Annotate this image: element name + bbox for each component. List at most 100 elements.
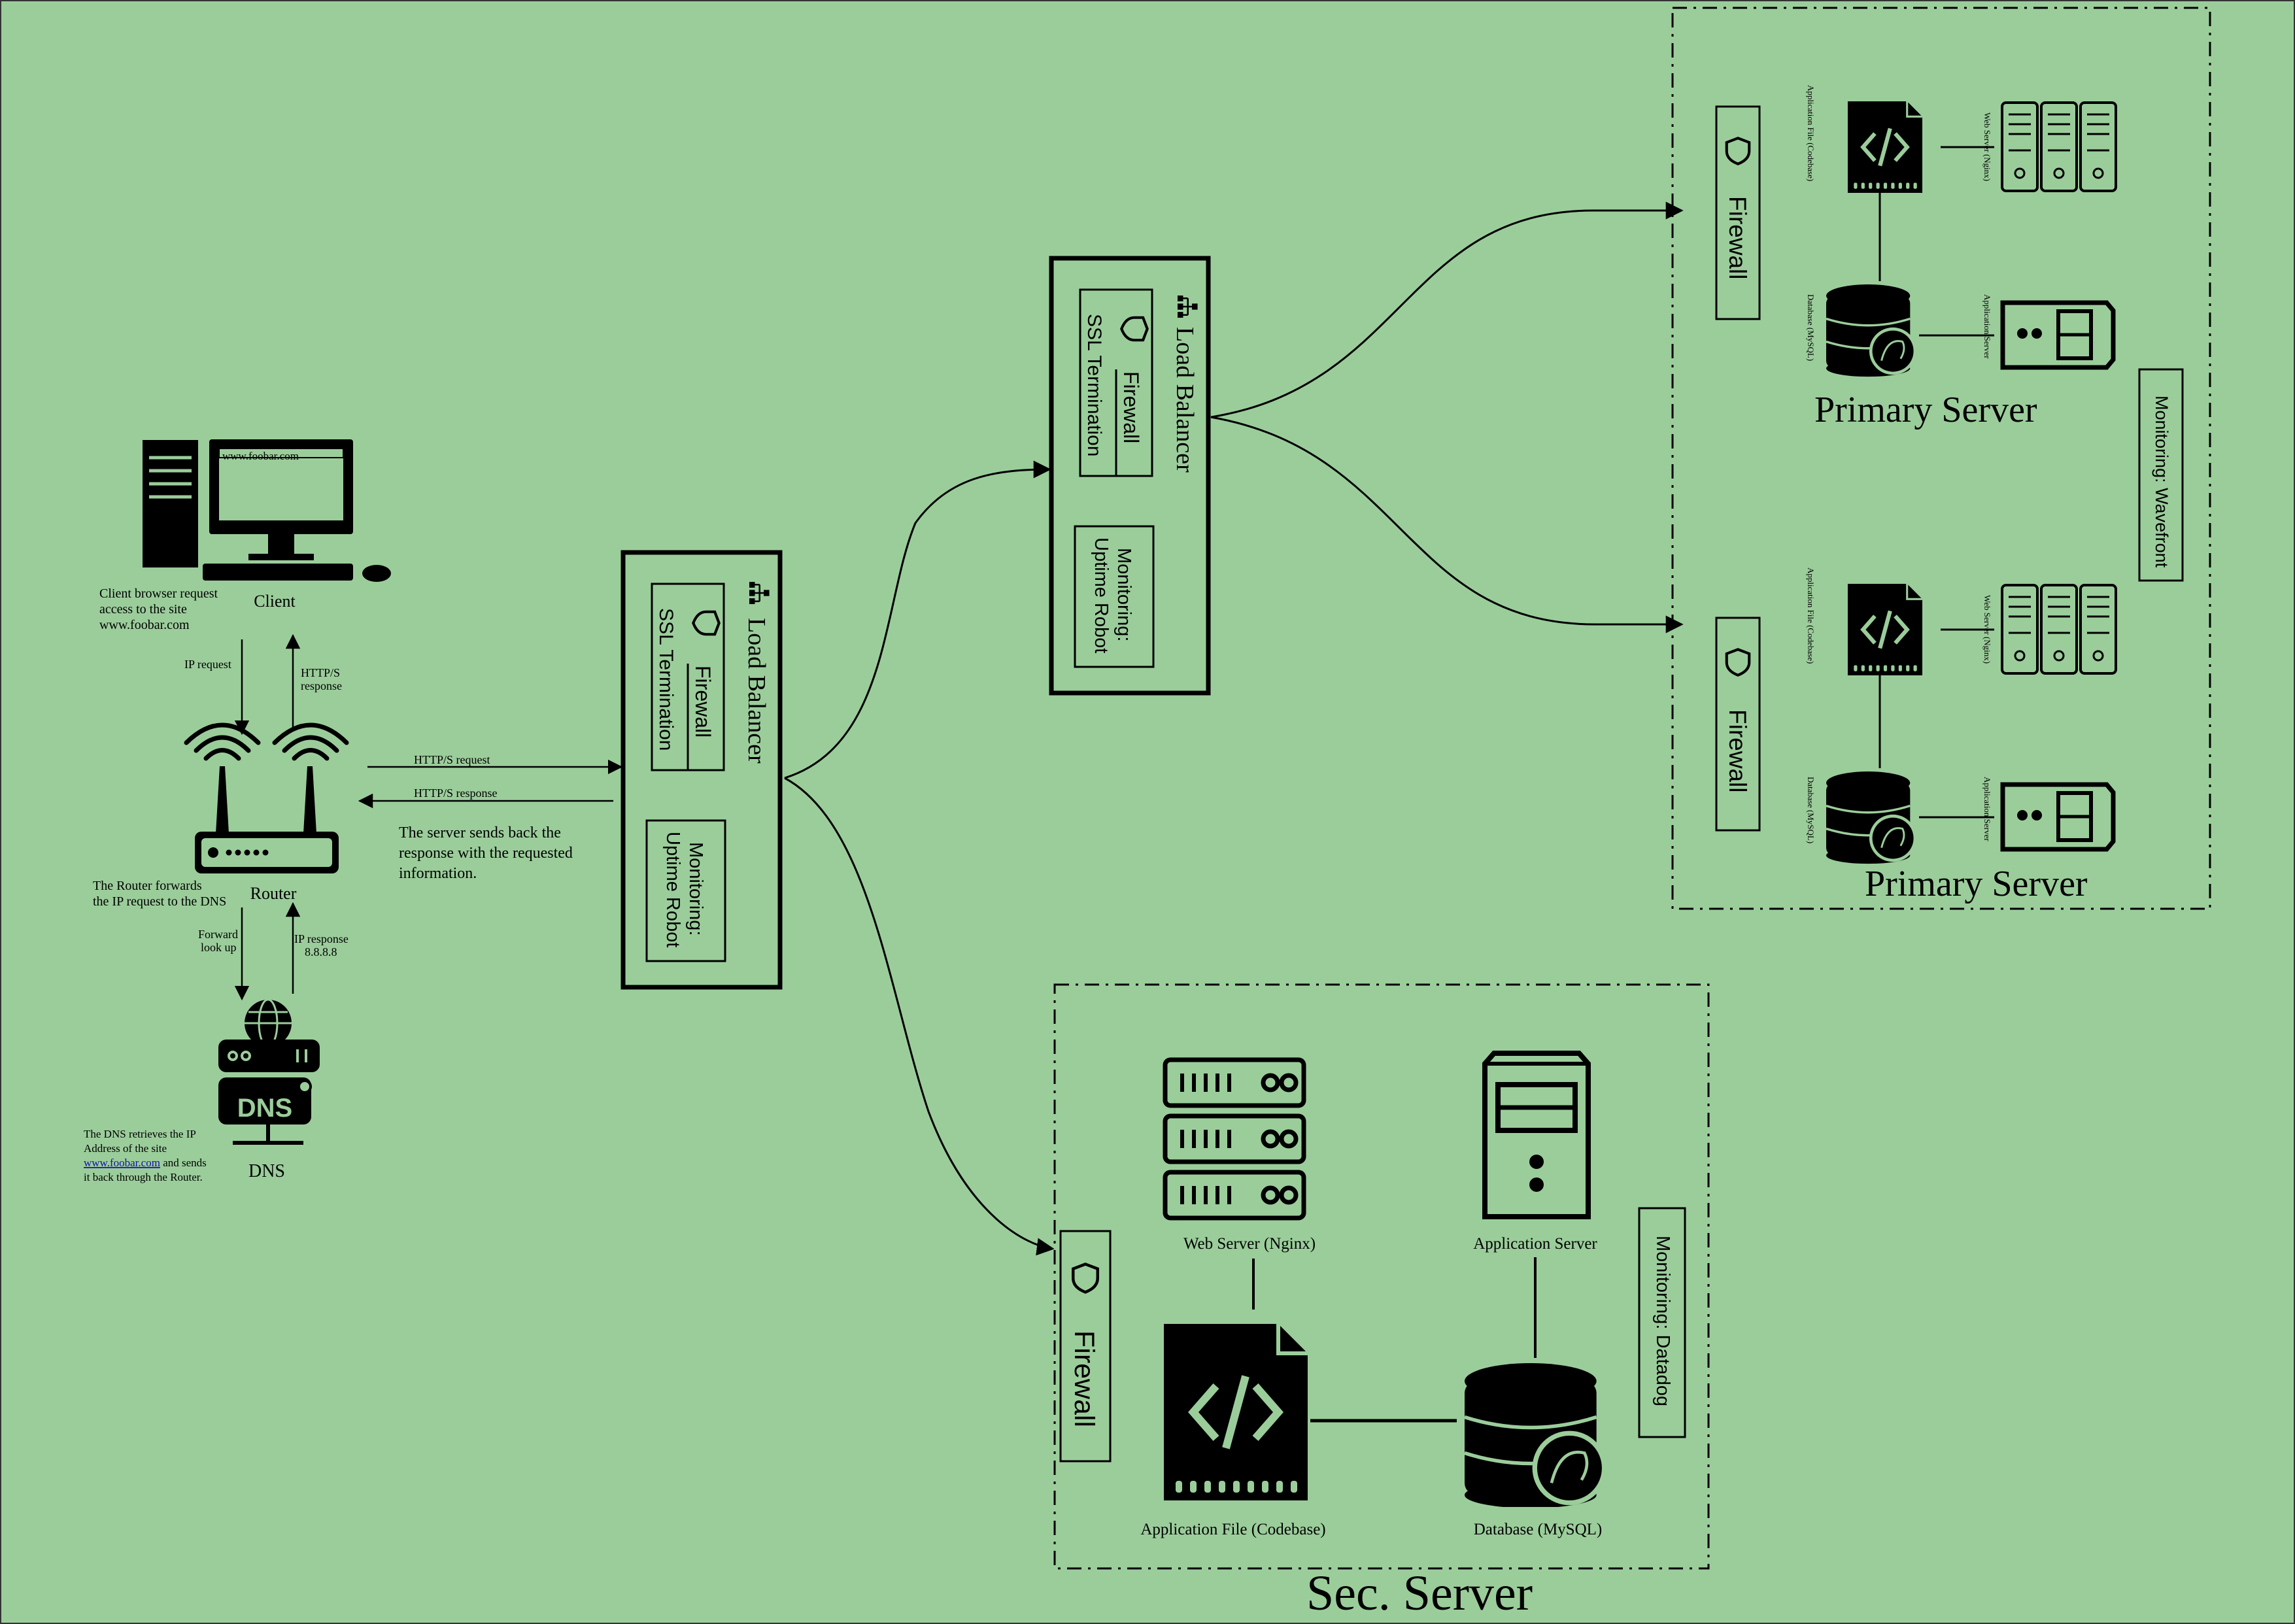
load-balancer-1: Load Balancer Firewall SSL Termination M… (620, 550, 783, 990)
router-note-line: the IP request to the DNS (93, 894, 226, 909)
lb2-ssl-termination: SSL Termination (1083, 314, 1105, 456)
client-note: Client browser request access to the sit… (99, 586, 221, 632)
label-https-request: HTTP/S request (414, 753, 490, 766)
firewall-label: Firewall (1724, 709, 1751, 792)
lb2-monitoring-line-2: Uptime Robot (1091, 537, 1112, 653)
label-line: Forward (198, 928, 238, 941)
label-line: 8.8.8.8 (305, 945, 337, 958)
label-https-response: HTTP/S response (414, 787, 498, 800)
firewall-shield-icon (1073, 1264, 1098, 1293)
database-icon (1826, 770, 1918, 866)
dns-note-line: and sends (160, 1157, 207, 1169)
firewall-shield-icon (1727, 138, 1750, 163)
datadog-monitoring-box (1638, 1207, 1686, 1438)
web-server-rack-icon (1165, 1060, 1304, 1218)
lb1-monitoring-box (645, 819, 726, 962)
client-label: Client (254, 592, 296, 611)
connector-lb1-to-lb2 (784, 460, 1051, 779)
lb2-monitoring-box (1074, 525, 1155, 668)
database-label: Database (MySQL) (1806, 777, 1816, 843)
app-file-label: Application File (Codebase) (1806, 567, 1816, 664)
sec-server-title: Sec. Server (1306, 1566, 1533, 1621)
app-file-label: Application File (Codebase) (1806, 85, 1816, 181)
label-line: response (301, 679, 342, 692)
database-label: Database (MySQL) (1806, 294, 1816, 361)
web-server-rack-icon (2001, 101, 2117, 192)
web-server-label: Web Server (Nginx) (1183, 1235, 1316, 1253)
wavefront-monitoring: Monitoring: Wavefront (2152, 396, 2171, 568)
database-icon (1826, 283, 1918, 379)
dns-note-line: The DNS retrieves the IP (84, 1128, 196, 1140)
client-note-line: access to the site (99, 602, 187, 617)
dns-note-link: www.foobar.com (84, 1157, 160, 1169)
primary-server-1: Firewall Application File (Codebase) Web… (1715, 85, 2117, 430)
server-reply-note: The server sends back the response with … (399, 824, 577, 882)
app-file-label: Application File (Codebase) (1140, 1521, 1325, 1538)
lb1-monitoring-line-2: Uptime Robot (662, 832, 683, 947)
dns-note-line: it back through the Router. (84, 1171, 203, 1183)
app-server-icon (1485, 1053, 1588, 1217)
label-line: IP response (294, 932, 348, 945)
load-balancer-2: Load Balancer Firewall SSL Termination M… (1049, 256, 1211, 696)
app-file-code-icon (1164, 1324, 1308, 1500)
primary-server-title: Primary Server (1814, 390, 2037, 430)
lb2-firewall-shield-icon (1121, 318, 1147, 341)
firewall-label: Firewall (1724, 196, 1751, 279)
label-line: look up (201, 941, 237, 954)
datadog-monitoring: Monitoring: Datadog (1652, 1236, 1673, 1406)
connector-lb2-to-primary-1 (1210, 201, 1684, 418)
web-server-rack-icon (2001, 584, 2117, 675)
client-computer-icon (143, 439, 391, 582)
label-https-response-up: HTTP/S response (301, 666, 343, 692)
router-note: The Router forwards the IP request to th… (93, 879, 226, 909)
dns-server-icon (218, 998, 320, 1145)
server-reply-note-line: response with the requested (399, 845, 573, 862)
label-ip-request: IP request (184, 658, 231, 671)
web-server-label: Web Server (Nginx) (1982, 112, 1992, 181)
server-reply-note-line: information. (399, 865, 477, 882)
lb1-ssl-termination: SSL Termination (655, 608, 677, 751)
router-note-line: The Router forwards (93, 879, 202, 893)
server-reply-note-line: The server sends back the (399, 824, 561, 841)
label-forward-lookup: Forward look up (198, 928, 241, 954)
client-url-bar: www.foobar.com (222, 450, 299, 462)
router-label: Router (250, 884, 297, 903)
app-server-label: Application Server (1982, 294, 1992, 359)
web-server-label: Web Server (Nginx) (1982, 595, 1992, 664)
label-line: HTTP/S (301, 666, 340, 679)
label-ip-response: IP response 8.8.8.8 (294, 932, 351, 958)
load-balancer-icon (749, 582, 770, 604)
lb2-monitoring-line-1: Monitoring: (1114, 548, 1134, 641)
app-server-label: Application Server (1473, 1235, 1597, 1253)
primary-server-title: Primary Server (1865, 864, 2088, 904)
client-note-line: www.foobar.com (99, 618, 190, 632)
lb1-firewall: Firewall (691, 666, 715, 737)
lb2-title: Load Balancer (1171, 327, 1198, 473)
dns-note-line: Address of the site (84, 1142, 167, 1155)
sec-server-container (1053, 983, 1710, 1570)
lb1-monitoring-line-1: Monitoring: (685, 842, 706, 936)
lb2-firewall: Firewall (1119, 371, 1143, 443)
firewall-shield-icon (1727, 649, 1750, 675)
app-file-code-icon (1848, 101, 1922, 193)
database-icon (1465, 1363, 1606, 1508)
database-label: Database (MySQL) (1474, 1521, 1602, 1538)
dns-label: DNS (248, 1161, 285, 1181)
app-file-code-icon (1848, 584, 1922, 675)
firewall-label: Firewall (1068, 1330, 1100, 1427)
router-icon (184, 722, 349, 873)
app-server-icon (2000, 782, 2116, 852)
wavefront-monitoring-box (2138, 368, 2184, 582)
secondary-server: Firewall Web Server (Nginx) Application … (1053, 983, 1710, 1621)
firewall-box (1715, 105, 1761, 320)
firewall-box (1059, 1230, 1112, 1463)
lb1-title: Load Balancer (743, 618, 770, 764)
load-balancer-icon (1177, 296, 1198, 318)
app-server-label: Application Server (1982, 777, 1992, 841)
app-server-icon (2000, 300, 2116, 370)
dns-icon-text: DNS (237, 1094, 292, 1123)
dns-note: The DNS retrieves the IP Address of the … (84, 1128, 209, 1183)
firewall-box (1715, 617, 1761, 832)
